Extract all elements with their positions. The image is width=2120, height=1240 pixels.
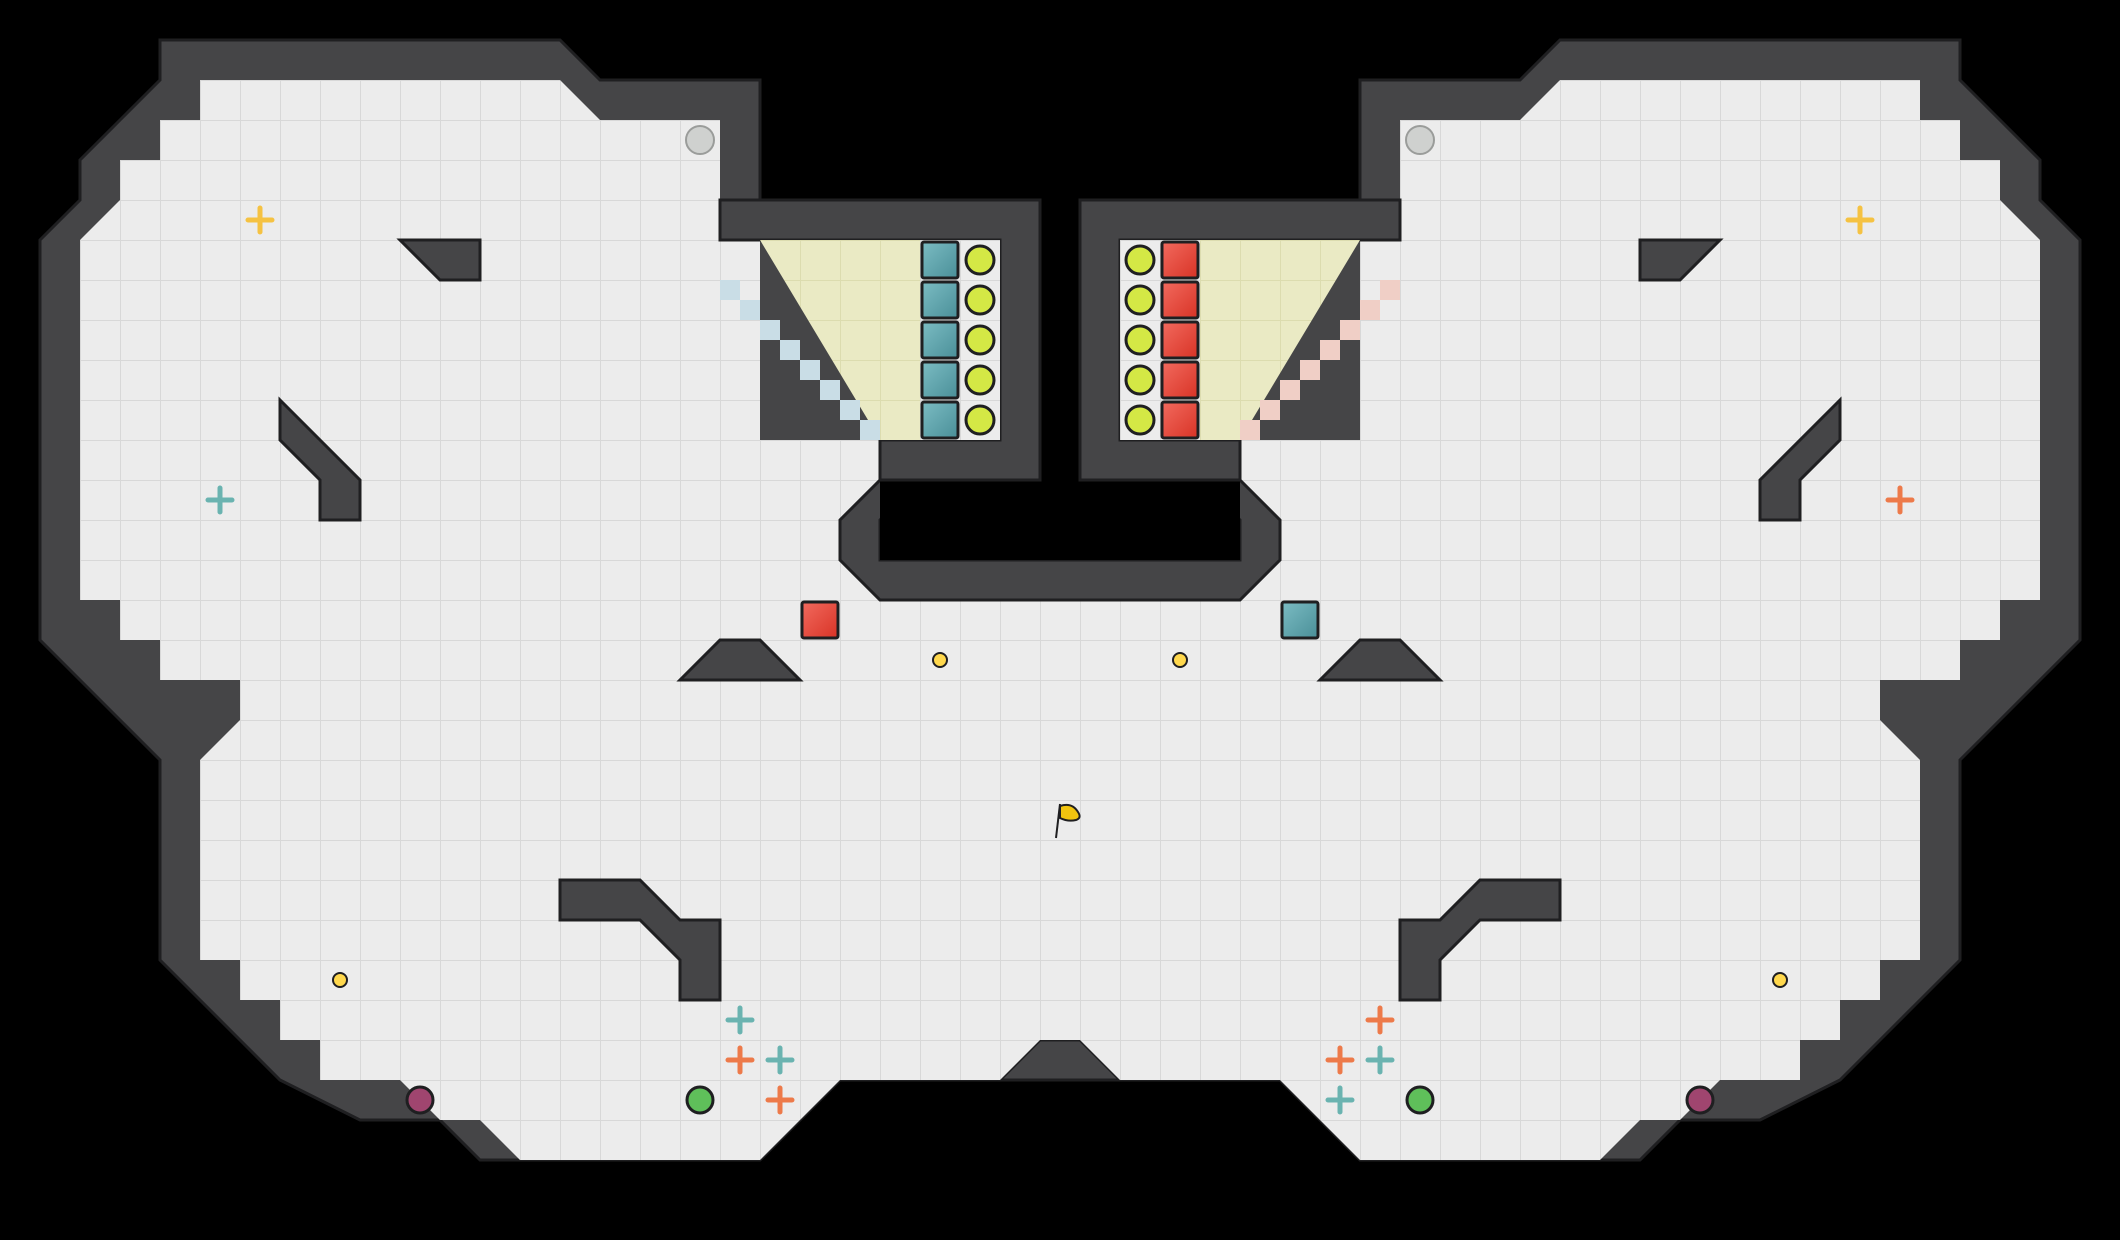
boost-icon <box>1885 485 1915 515</box>
inner-walls <box>278 238 1842 1002</box>
boost-icon <box>1365 1045 1395 1075</box>
floor <box>80 80 2040 1160</box>
red-team-tile <box>1160 400 1200 440</box>
red-team-tile <box>1160 360 1200 400</box>
bombs-left <box>964 244 996 436</box>
pad-icon <box>685 125 715 155</box>
bomb-icon <box>1124 364 1156 396</box>
bomb-icon <box>1124 404 1156 436</box>
boost-icon <box>245 205 275 235</box>
bomb-icon <box>964 284 996 316</box>
bomb-icon <box>1124 244 1156 276</box>
blue-team-tile <box>920 360 960 400</box>
spike-icon <box>405 1085 435 1115</box>
portal-icon <box>1405 1085 1435 1115</box>
portals <box>685 1085 1435 1115</box>
powerup-icon <box>332 972 348 988</box>
blue-team-tile-center <box>1280 600 1320 640</box>
bomb-icon <box>964 404 996 436</box>
bomb-icon <box>1124 284 1156 316</box>
yellow-flag-icon[interactable] <box>1055 803 1081 839</box>
spikes <box>405 1085 1715 1115</box>
boost-icon <box>205 485 235 515</box>
bomb-icon <box>964 364 996 396</box>
red-team-tile <box>1160 280 1200 320</box>
boost-icon <box>1325 1085 1355 1115</box>
blue-team-tile <box>920 280 960 320</box>
red-speed-trail <box>1240 280 1400 440</box>
blue-team-tiles <box>920 240 960 440</box>
blue-team-tile <box>920 400 960 440</box>
powerup-icon <box>1772 972 1788 988</box>
center-chamber-wall <box>838 438 1282 602</box>
red-team-tile <box>1160 240 1200 280</box>
boost-icon <box>1325 1045 1355 1075</box>
blue-team-tile <box>920 320 960 360</box>
blue-speed-trail <box>720 280 880 440</box>
portal-icon <box>685 1085 715 1115</box>
powerup-icon <box>932 652 948 668</box>
bombs-right <box>1124 244 1156 436</box>
blue-team-tile <box>920 240 960 280</box>
powerup-icon <box>1172 652 1188 668</box>
boost-icon <box>765 1085 795 1115</box>
boost-icon <box>725 1045 755 1075</box>
gravity-pads <box>685 125 1435 155</box>
boost-icon <box>1845 205 1875 235</box>
boost-icon <box>765 1045 795 1075</box>
red-team-tile-center <box>800 600 840 640</box>
red-team-tile <box>1160 320 1200 360</box>
pad-icon <box>1405 125 1435 155</box>
bomb-icon <box>964 324 996 356</box>
boost-icon <box>725 1005 755 1035</box>
spike-icon <box>1685 1085 1715 1115</box>
bomb-icon <box>1124 324 1156 356</box>
powerups <box>332 652 1788 988</box>
red-team-tiles <box>1160 240 1200 440</box>
boost-icon <box>1365 1005 1395 1035</box>
bomb-icon <box>964 244 996 276</box>
boosts <box>205 205 1915 1115</box>
